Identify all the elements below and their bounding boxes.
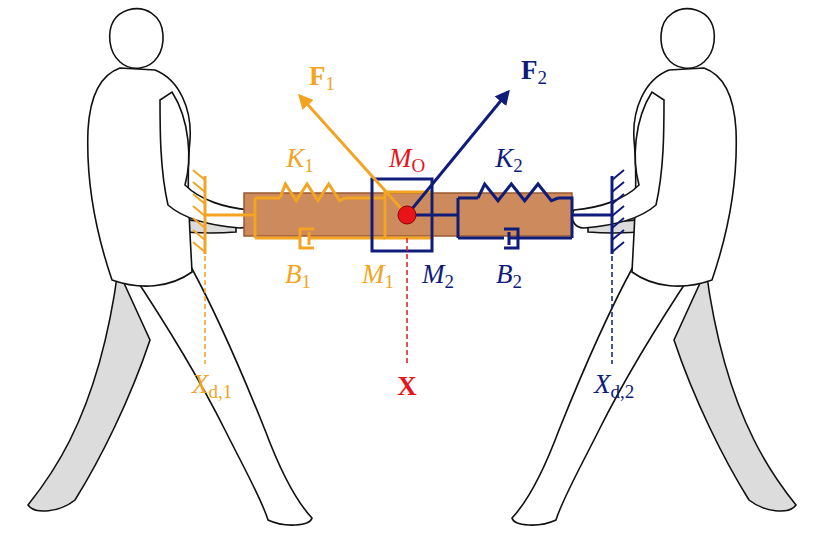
damping-label: B1 — [285, 261, 311, 292]
model-line — [280, 184, 345, 201]
force-label: F2 — [521, 57, 547, 88]
model-line — [612, 182, 624, 192]
model-line — [612, 170, 624, 180]
model-line — [612, 206, 624, 216]
model-line — [478, 184, 558, 201]
position-label: Xd,2 — [594, 371, 634, 402]
force-arrow — [407, 92, 508, 215]
model-line — [345, 197, 385, 200]
person-outline — [28, 270, 150, 511]
model-line — [193, 170, 205, 180]
model-line — [254, 198, 257, 238]
person-outline — [661, 9, 714, 68]
model-line — [193, 230, 205, 240]
mass-label: M1 — [362, 261, 394, 292]
model-line — [509, 237, 572, 240]
stiffness-label: K2 — [495, 145, 523, 176]
model-line — [458, 237, 504, 240]
position-label: X — [397, 373, 417, 400]
model-line — [193, 194, 205, 204]
person-outline — [674, 270, 796, 511]
model-line — [612, 218, 624, 228]
model-line — [193, 182, 205, 192]
model-line — [572, 214, 612, 217]
model-line — [406, 238, 408, 364]
person-outline — [572, 92, 664, 228]
model-line — [558, 198, 572, 238]
model-line — [193, 218, 205, 228]
position-label: Xd,1 — [192, 371, 232, 402]
model-line — [612, 242, 624, 252]
model-line — [457, 198, 460, 238]
person-outline — [512, 265, 694, 525]
person-outline — [130, 265, 312, 525]
person-figure — [512, 9, 796, 525]
model-line — [193, 242, 205, 252]
model-line — [205, 214, 255, 217]
stiffness-label: K1 — [286, 145, 314, 176]
model-line — [612, 194, 624, 204]
force-label: F1 — [309, 63, 335, 94]
model-line — [255, 237, 300, 240]
model-line — [193, 206, 205, 216]
model-line — [204, 256, 206, 364]
person-outline — [110, 9, 163, 68]
model-line — [612, 230, 624, 240]
damping-label: B2 — [496, 261, 522, 292]
model-line — [309, 237, 385, 240]
center-of-mass — [398, 206, 416, 224]
person-figure — [28, 9, 312, 525]
mass-label: M2 — [422, 261, 454, 292]
mass-label: MO — [389, 145, 425, 176]
model-line — [611, 256, 613, 364]
model-line — [255, 197, 280, 200]
model-line — [458, 197, 478, 200]
